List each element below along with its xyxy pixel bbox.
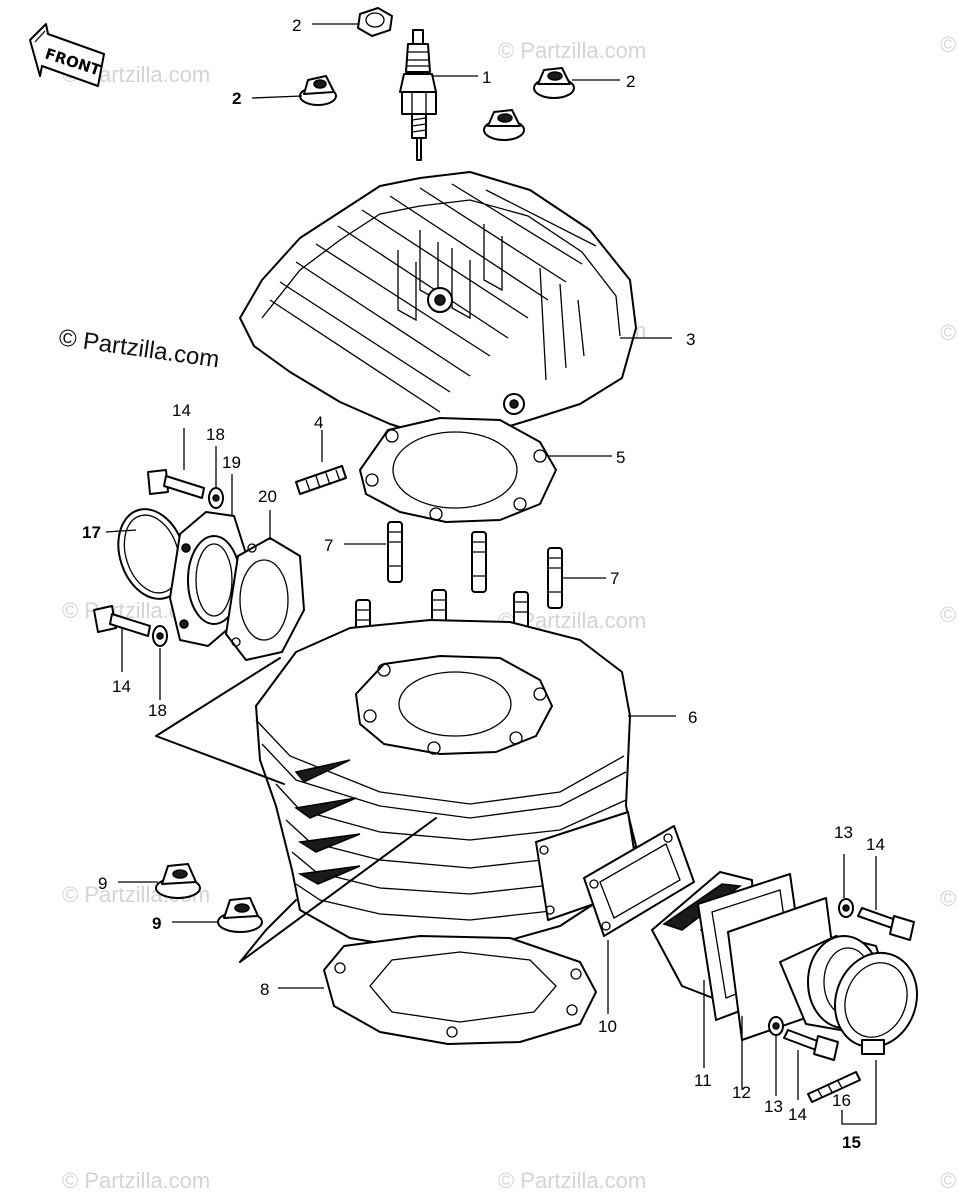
callout-20: 20 — [258, 487, 277, 506]
callout-19: 19 — [222, 453, 241, 472]
callout-3: 3 — [686, 330, 695, 349]
callout-16: 16 — [832, 1091, 851, 1110]
flange-nut-lower — [217, 897, 263, 933]
cylinder-block — [255, 619, 641, 951]
exhaust-seal-ring — [117, 508, 187, 600]
watermark-symbol-5: © — [940, 1168, 956, 1193]
watermark-bottom-left: © Partzilla.com — [62, 1168, 210, 1193]
callout-13-lower: 13 — [764, 1097, 783, 1116]
cap-nut-mid — [483, 109, 525, 141]
callout-7-right: 7 — [610, 569, 619, 588]
callout-labels: 2 2 2 1 3 4 5 6 7 7 8 9 9 10 11 12 13 13… — [82, 16, 885, 1152]
callout-15: 15 — [842, 1133, 861, 1152]
leader-lines — [105, 23, 877, 1125]
callout-7-left: 7 — [324, 536, 333, 555]
cap-nut-top — [357, 7, 393, 37]
cylinder-head — [239, 171, 637, 441]
watermark-symbol-1: © — [940, 32, 956, 57]
callout-17: 17 — [82, 523, 101, 542]
callout-12: 12 — [732, 1083, 751, 1102]
reed-gasket — [583, 825, 695, 937]
flange-nut-upper — [155, 863, 201, 899]
callout-5: 5 — [616, 448, 625, 467]
callout-14-right-upper: 14 — [866, 835, 885, 854]
watermark-top-right: © Partzilla.com — [498, 38, 646, 63]
bolt-14-left-lower — [93, 605, 151, 637]
intake-clamp — [833, 951, 919, 1055]
callout-1: 1 — [482, 68, 491, 87]
callout-9-lower: 9 — [152, 914, 161, 933]
callout-9-upper: 9 — [98, 874, 107, 893]
callout-10: 10 — [598, 1017, 617, 1036]
stud-short — [295, 465, 347, 495]
callout-13-upper: 13 — [834, 823, 853, 842]
callout-18-lower: 18 — [148, 701, 167, 720]
callout-4: 4 — [314, 413, 323, 432]
cap-nut-left — [299, 75, 337, 106]
callout-11: 11 — [694, 1071, 712, 1090]
callout-14-left-upper: 14 — [172, 401, 191, 420]
callout-2-left: 2 — [232, 89, 241, 108]
watermark-symbol-4: © — [940, 886, 956, 911]
clamp-screw — [807, 1071, 861, 1103]
exhaust-gasket — [225, 537, 305, 661]
callout-14-left-lower: 14 — [112, 677, 131, 696]
bolt-14-right-lower — [783, 1029, 839, 1061]
watermark-main: © Partzilla.com — [57, 324, 221, 373]
watermark-symbol-3: © — [940, 602, 956, 627]
head-gasket — [359, 417, 557, 523]
callout-2-top: 2 — [292, 16, 301, 35]
watermark-symbol-2: © — [940, 320, 956, 345]
callout-8: 8 — [260, 980, 269, 999]
callout-14-right-lower: 14 — [788, 1105, 807, 1124]
watermark-bottom-center: © Partzilla.com — [498, 1168, 646, 1193]
callout-18-upper: 18 — [206, 425, 225, 444]
spark-plug — [399, 29, 437, 161]
callout-6: 6 — [688, 708, 697, 727]
bolt-14-right-upper — [857, 907, 915, 941]
callout-2-right: 2 — [626, 72, 635, 91]
bolt-14-left-upper — [147, 469, 205, 499]
cap-nut-right — [533, 67, 575, 99]
base-gasket — [323, 935, 597, 1045]
